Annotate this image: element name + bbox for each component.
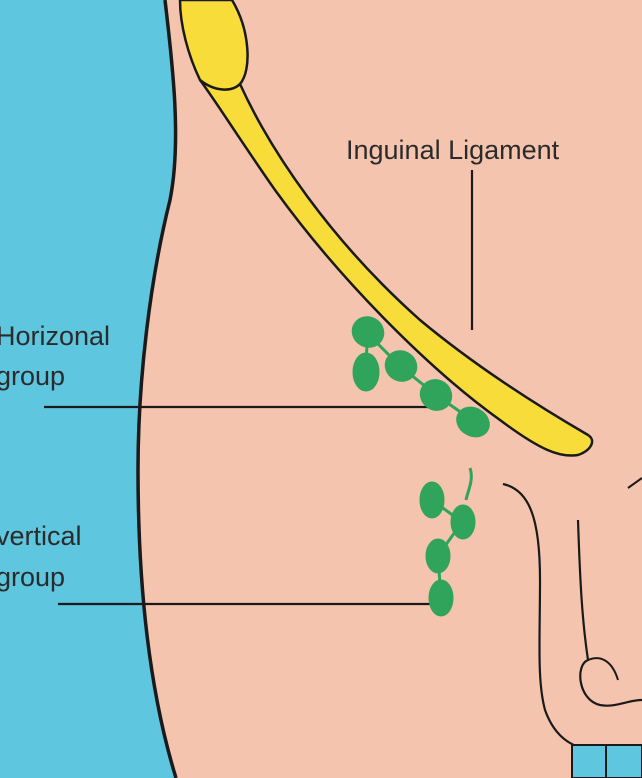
genital-outline-left <box>502 482 601 750</box>
vertical-group-label-line1: vertical <box>0 521 82 551</box>
vertical-group-label-line2: group <box>0 562 66 592</box>
lymph-node <box>456 406 490 438</box>
lymph-node <box>428 579 454 617</box>
lymph-node <box>419 379 453 411</box>
inguinal-ligament-label: Inguinal Ligament <box>346 135 560 165</box>
skin-region <box>138 0 642 778</box>
vertical-lymph-group <box>419 467 476 617</box>
horizontal-group-label-line2: group <box>0 361 66 391</box>
edge-mark <box>627 477 642 489</box>
genital-outline-right <box>576 519 642 707</box>
lymph-node <box>419 481 445 519</box>
horizontal-group-label-line1: Horizonal <box>0 321 111 351</box>
hip-outline <box>136 0 178 778</box>
ligament-head-fold <box>199 79 241 91</box>
genital-outline-inner <box>587 657 619 681</box>
horizontal-lymph-group <box>351 316 490 438</box>
lymph-node <box>351 316 385 348</box>
lymph-node <box>450 504 476 540</box>
lymph-node <box>425 538 451 574</box>
inguinal-ligament <box>178 0 594 457</box>
lymph-node <box>384 350 418 382</box>
lymph-node <box>352 352 380 392</box>
